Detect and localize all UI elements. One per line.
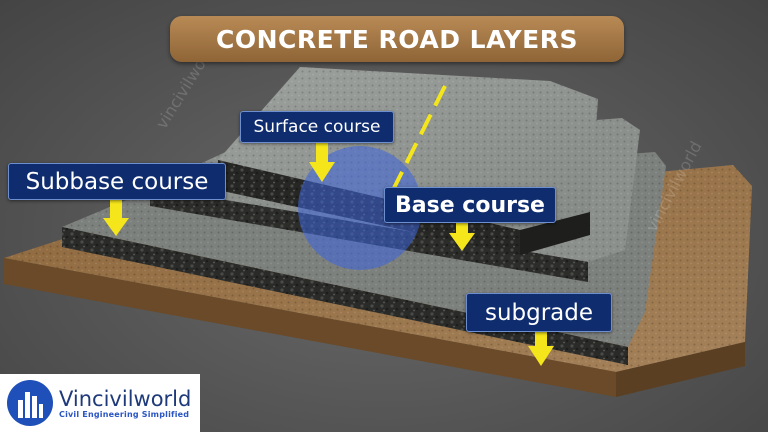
- logo-tagline: Civil Engineering Simplified: [59, 409, 190, 419]
- arrow-subbase-icon: [103, 198, 129, 236]
- logo-name: Vincivilworld: [59, 386, 192, 411]
- surface-course-label: Surface course: [240, 111, 394, 143]
- watermark-circle: [298, 146, 422, 270]
- base-course-label: Base course: [384, 187, 556, 223]
- building-logo-icon: [7, 380, 53, 426]
- brand-logo: Vincivilworld Civil Engineering Simplifi…: [0, 374, 200, 432]
- page-title: CONCRETE ROAD LAYERS: [216, 24, 578, 54]
- subbase-course-label: Subbase course: [8, 163, 226, 200]
- joint-dashed-line: [386, 85, 447, 201]
- arrow-base-icon: [449, 221, 475, 251]
- title-banner: CONCRETE ROAD LAYERS: [170, 16, 624, 62]
- arrow-surface-icon: [309, 142, 335, 182]
- subgrade-label: subgrade: [466, 293, 612, 332]
- arrow-subgrade-icon: [528, 330, 554, 366]
